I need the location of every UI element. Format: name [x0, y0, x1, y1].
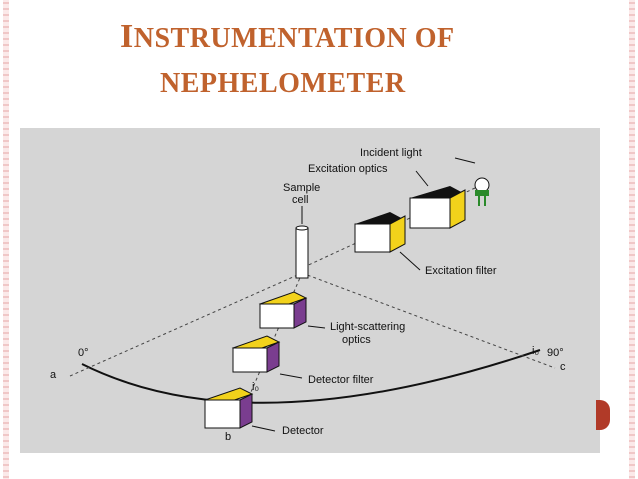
- leader-excitation-optics: [415, 170, 429, 187]
- angle-arc: [81, 349, 541, 404]
- title-initial: I: [120, 18, 134, 55]
- label-sample-cell-1: Sample: [283, 182, 320, 194]
- label-incident-light: Incident light: [360, 147, 422, 159]
- label-io-bottom: i₀: [252, 381, 259, 393]
- label-io-right: i₀: [532, 345, 539, 357]
- label-point-a: a: [50, 369, 57, 381]
- left-border-decoration: [3, 0, 9, 479]
- label-point-c: c: [560, 361, 566, 373]
- label-point-b: b: [225, 431, 231, 443]
- leader-light-scattering: [307, 325, 326, 329]
- leader-incident: [454, 157, 476, 164]
- label-detector: Detector: [282, 425, 324, 437]
- leader-detector: [251, 425, 276, 432]
- sample-cell-icon: [295, 225, 309, 279]
- beam-a-to-cell: [69, 272, 303, 377]
- detector-filter-block: [231, 335, 281, 373]
- detector-block: [203, 387, 254, 429]
- accent-tab: [596, 400, 610, 430]
- title-line-1-rest: NSTRUMENTATION OF: [133, 23, 455, 54]
- leader-excitation-filter: [399, 251, 421, 271]
- label-excitation-optics: Excitation optics: [308, 163, 388, 175]
- label-angle-90: 90°: [547, 347, 564, 359]
- excitation-filter-block: [354, 212, 406, 253]
- right-border-decoration: [629, 0, 635, 479]
- light-scattering-optics-block: [258, 291, 308, 329]
- label-light-scattering-1: Light-scattering: [330, 321, 405, 333]
- leader-detector-filter: [279, 373, 303, 379]
- excitation-optics-block: [409, 186, 466, 229]
- label-excitation-filter: Excitation filter: [425, 265, 497, 277]
- label-light-scattering-2: optics: [342, 334, 371, 346]
- title-line-2: NEPHELOMETER: [160, 68, 406, 99]
- lamp-icon: [474, 177, 490, 206]
- diagram-svg: Incident light Excitation optics Sample …: [50, 147, 566, 443]
- label-detector-filter: Detector filter: [308, 374, 374, 386]
- title-line-1: INSTRUMENTATION OF: [120, 18, 540, 56]
- nephelometer-diagram: Incident light Excitation optics Sample …: [20, 128, 600, 453]
- label-sample-cell-2: cell: [292, 194, 309, 206]
- label-angle-0: 0°: [78, 347, 89, 359]
